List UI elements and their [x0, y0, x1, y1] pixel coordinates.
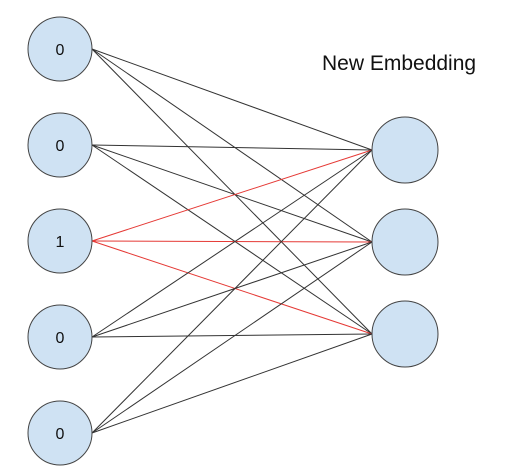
- input-node-0-circle: [27, 16, 93, 82]
- edge-0-1: [91, 48, 373, 243]
- edge-4-0: [91, 149, 373, 434]
- edge-3-0: [91, 149, 373, 338]
- edge-4-2: [91, 333, 373, 434]
- diagram-title: New Embedding: [322, 52, 477, 75]
- highlighted-edge-2-0: [91, 149, 373, 242]
- highlighted-edge-2-1: [91, 240, 373, 243]
- edge-1-0: [91, 144, 373, 151]
- output-node-0: [371, 116, 439, 184]
- input-node-0: 0: [27, 16, 93, 82]
- input-node-3-circle: [27, 304, 93, 370]
- input-node-2: 1: [27, 208, 93, 274]
- edge-0-2: [91, 48, 373, 335]
- output-node-2: [371, 300, 439, 368]
- input-node-4-circle: [27, 400, 93, 466]
- edge-1-1: [91, 144, 373, 243]
- output-node-2-circle: [371, 300, 439, 368]
- output-node-0-circle: [371, 116, 439, 184]
- input-node-4: 0: [27, 400, 93, 466]
- input-node-3: 0: [27, 304, 93, 370]
- edge-3-1: [91, 241, 373, 338]
- input-node-2-label: 1: [56, 234, 65, 251]
- input-node-1-circle: [27, 112, 93, 178]
- edge-0-0: [91, 48, 373, 151]
- edges-group: [91, 48, 373, 434]
- input-node-3-label: 0: [56, 330, 65, 347]
- output-node-1: [371, 208, 439, 276]
- edge-1-2: [91, 144, 373, 335]
- output-node-1-circle: [371, 208, 439, 276]
- input-node-2-circle: [27, 208, 93, 274]
- highlighted-edge-2-2: [91, 240, 373, 335]
- input-node-1-label: 0: [56, 138, 65, 155]
- edge-3-2: [91, 333, 373, 338]
- edge-4-1: [91, 241, 373, 434]
- input-node-0-label: 0: [56, 42, 65, 59]
- nodes-group: 0 0 1 0 0: [27, 16, 439, 466]
- input-node-4-label: 0: [56, 426, 65, 443]
- input-node-1: 0: [27, 112, 93, 178]
